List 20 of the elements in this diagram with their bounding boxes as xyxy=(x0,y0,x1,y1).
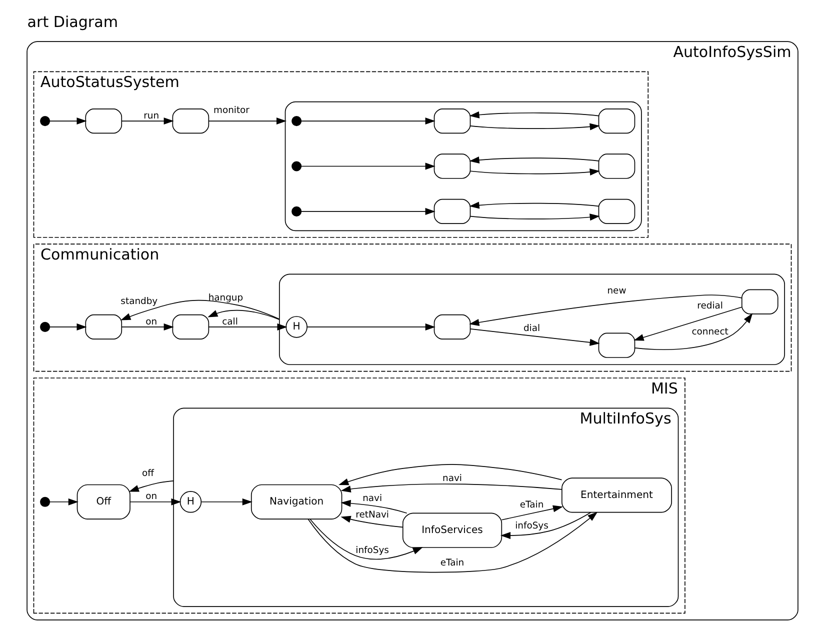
edge-label: on xyxy=(145,316,157,328)
edge-label: standby xyxy=(120,296,158,307)
edge-label: navi xyxy=(442,472,462,484)
edge-label: navi xyxy=(362,492,382,504)
edge-label: redial xyxy=(696,300,722,312)
edge-label: call xyxy=(222,316,238,328)
edge-label: off xyxy=(142,468,154,480)
diagram-title: art Diagram xyxy=(26,12,118,31)
edge-label: retNavi xyxy=(355,510,388,521)
edge-label: dial xyxy=(522,322,540,334)
edge-label: infoSys xyxy=(514,520,548,532)
edge-label: monitor xyxy=(213,104,249,116)
edge-label: infoSys xyxy=(355,544,388,556)
edge-label: eTain xyxy=(440,557,464,568)
edge-label: eTain xyxy=(519,500,544,511)
edge-label: new xyxy=(606,285,626,296)
edge-label: on xyxy=(145,491,157,502)
edge-label: connect xyxy=(691,326,728,338)
edge-label: hangup xyxy=(208,292,243,304)
edge-label: run xyxy=(143,110,159,122)
